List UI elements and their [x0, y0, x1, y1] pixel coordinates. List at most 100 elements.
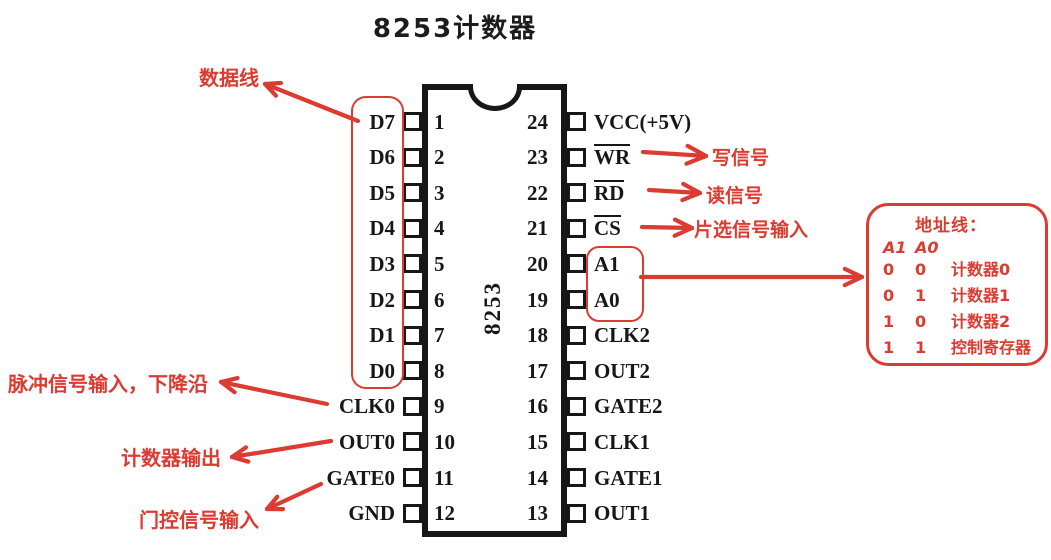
- pin-label-GATE1: GATE1: [594, 465, 662, 491]
- pin-label-D5: D5: [369, 180, 395, 205]
- table-cell: 0: [883, 260, 895, 279]
- pin-label-text: GATE1: [594, 465, 663, 490]
- annotation-read-signal: 读信号: [706, 185, 764, 207]
- pin-label-text: WR: [594, 144, 631, 170]
- pin-label-GND: GND: [348, 501, 395, 526]
- table-row: 0 0 计数器0: [879, 257, 1037, 283]
- table-cell: 计数器0: [951, 260, 1011, 279]
- pin-number-11: 11: [434, 465, 454, 490]
- address-table-title: 地址线：: [915, 216, 987, 236]
- pin-label-text: OUT2: [594, 358, 651, 383]
- pin-number-12: 12: [434, 501, 455, 526]
- pin-pad-15: [567, 432, 586, 452]
- pin-number-24: 24: [527, 109, 548, 134]
- pin-label-A0: A0: [594, 287, 620, 313]
- address-table-header-a1: A1: [883, 238, 907, 257]
- pin-label-text: CS: [594, 215, 621, 241]
- arrow-write-signal: [640, 143, 709, 166]
- annotation-gate-input: 门控信号输入: [139, 508, 259, 532]
- table-cell: 控制寄存器: [951, 338, 1032, 357]
- table-cell: 计数器1: [951, 286, 1011, 305]
- pin-label-text: CLK1: [594, 429, 651, 454]
- address-table-header: A1 A0: [879, 238, 1037, 257]
- pin-pad-5: [403, 254, 422, 274]
- pin-label-D4: D4: [369, 216, 395, 241]
- pin-pad-6: [403, 290, 422, 309]
- table-cell: 0: [915, 260, 927, 279]
- pin-number-19: 19: [527, 287, 548, 312]
- pin-number-5: 5: [434, 251, 445, 276]
- table-row: 0 1 计数器1: [879, 283, 1037, 309]
- pin-pad-24: [567, 112, 586, 131]
- chip-body: [422, 84, 567, 537]
- pin-pad-9: [403, 396, 422, 416]
- pin-number-7: 7: [434, 323, 445, 348]
- pin-pad-18: [567, 325, 586, 345]
- data-lines-group-box: [351, 96, 404, 389]
- pin-label-GATE0: GATE0: [326, 465, 395, 490]
- arrow-read-signal: [646, 181, 703, 203]
- pin-pad-12: [403, 503, 422, 523]
- table-cell: 1: [915, 286, 927, 305]
- pin-label-GATE2: GATE2: [594, 393, 662, 419]
- pin-number-3: 3: [434, 180, 445, 205]
- table-cell: 1: [915, 338, 927, 357]
- annotation-counter-output: 计数器输出: [121, 446, 221, 470]
- pin-pad-20: [567, 254, 586, 274]
- address-table: 地址线： A1 A0 0 0 计数器0 0 1 计数器1 1 0 计数器2 1 1 控制寄存器: [866, 203, 1048, 366]
- pin-pad-19: [567, 290, 586, 309]
- address-table-rows: 0 0 计数器0 0 1 计数器1 1 0 计数器2 1 1 控制寄存器: [879, 257, 1037, 361]
- pin-label-D6: D6: [369, 145, 395, 170]
- pin-label-text: OUT1: [594, 501, 651, 526]
- table-cell: 0: [883, 286, 895, 305]
- pin-number-10: 10: [434, 429, 455, 454]
- pin-label-CLK0: CLK0: [338, 394, 395, 419]
- pin-label-OUT2: OUT2: [594, 358, 650, 384]
- pin-number-14: 14: [527, 465, 548, 490]
- pin-number-9: 9: [434, 394, 445, 419]
- pin-number-15: 15: [527, 429, 548, 454]
- pin-pad-3: [403, 183, 422, 203]
- pin-label-CLK2: CLK2: [594, 322, 650, 348]
- pin-label-OUT1: OUT1: [594, 500, 650, 526]
- table-cell: 0: [915, 312, 927, 331]
- pin-pad-8: [403, 361, 422, 381]
- annotation-write-signal: 写信号: [712, 147, 770, 169]
- address-table-header-a0: A0: [915, 238, 939, 257]
- pin-pad-7: [403, 325, 422, 345]
- table-row: 1 1 控制寄存器: [879, 335, 1037, 361]
- table-cell: 1: [883, 312, 895, 331]
- pin-number-6: 6: [434, 287, 445, 312]
- pin-pad-1: [403, 112, 422, 131]
- pin-label-CLK1: CLK1: [594, 429, 650, 455]
- pin-pad-22: [567, 183, 586, 203]
- pin-pad-17: [567, 361, 586, 381]
- table-cell: 1: [883, 338, 895, 357]
- pin-pad-14: [567, 468, 586, 487]
- pin-number-4: 4: [434, 216, 445, 241]
- arrow-chip-select: [639, 217, 695, 238]
- pin-number-8: 8: [434, 358, 445, 383]
- pin-label-D7: D7: [369, 109, 395, 134]
- pin-pad-16: [567, 396, 586, 416]
- pin-number-2: 2: [434, 145, 445, 170]
- pin-pad-2: [403, 147, 422, 167]
- table-row: 1 0 计数器2: [879, 309, 1037, 335]
- address-pins-group-box: [586, 246, 644, 322]
- pin-pad-21: [567, 218, 586, 238]
- pin-label-D2: D2: [369, 287, 395, 312]
- annotation-data-lines: 数据线: [199, 66, 259, 90]
- pin-pad-4: [403, 218, 422, 238]
- pin-label-text: CLK2: [594, 323, 651, 348]
- pin-label-D1: D1: [369, 323, 395, 348]
- table-cell: 计数器2: [951, 312, 1011, 331]
- pin-pad-13: [567, 503, 586, 523]
- pin-label-D3: D3: [369, 251, 395, 276]
- annotation-chip-select: 片选信号输入: [694, 219, 809, 241]
- pin-number-17: 17: [527, 358, 548, 383]
- pin-number-22: 22: [527, 180, 548, 205]
- pin-label-OUT0: OUT0: [338, 429, 395, 454]
- pin-number-1: 1: [434, 109, 445, 134]
- pin-number-21: 21: [527, 216, 548, 241]
